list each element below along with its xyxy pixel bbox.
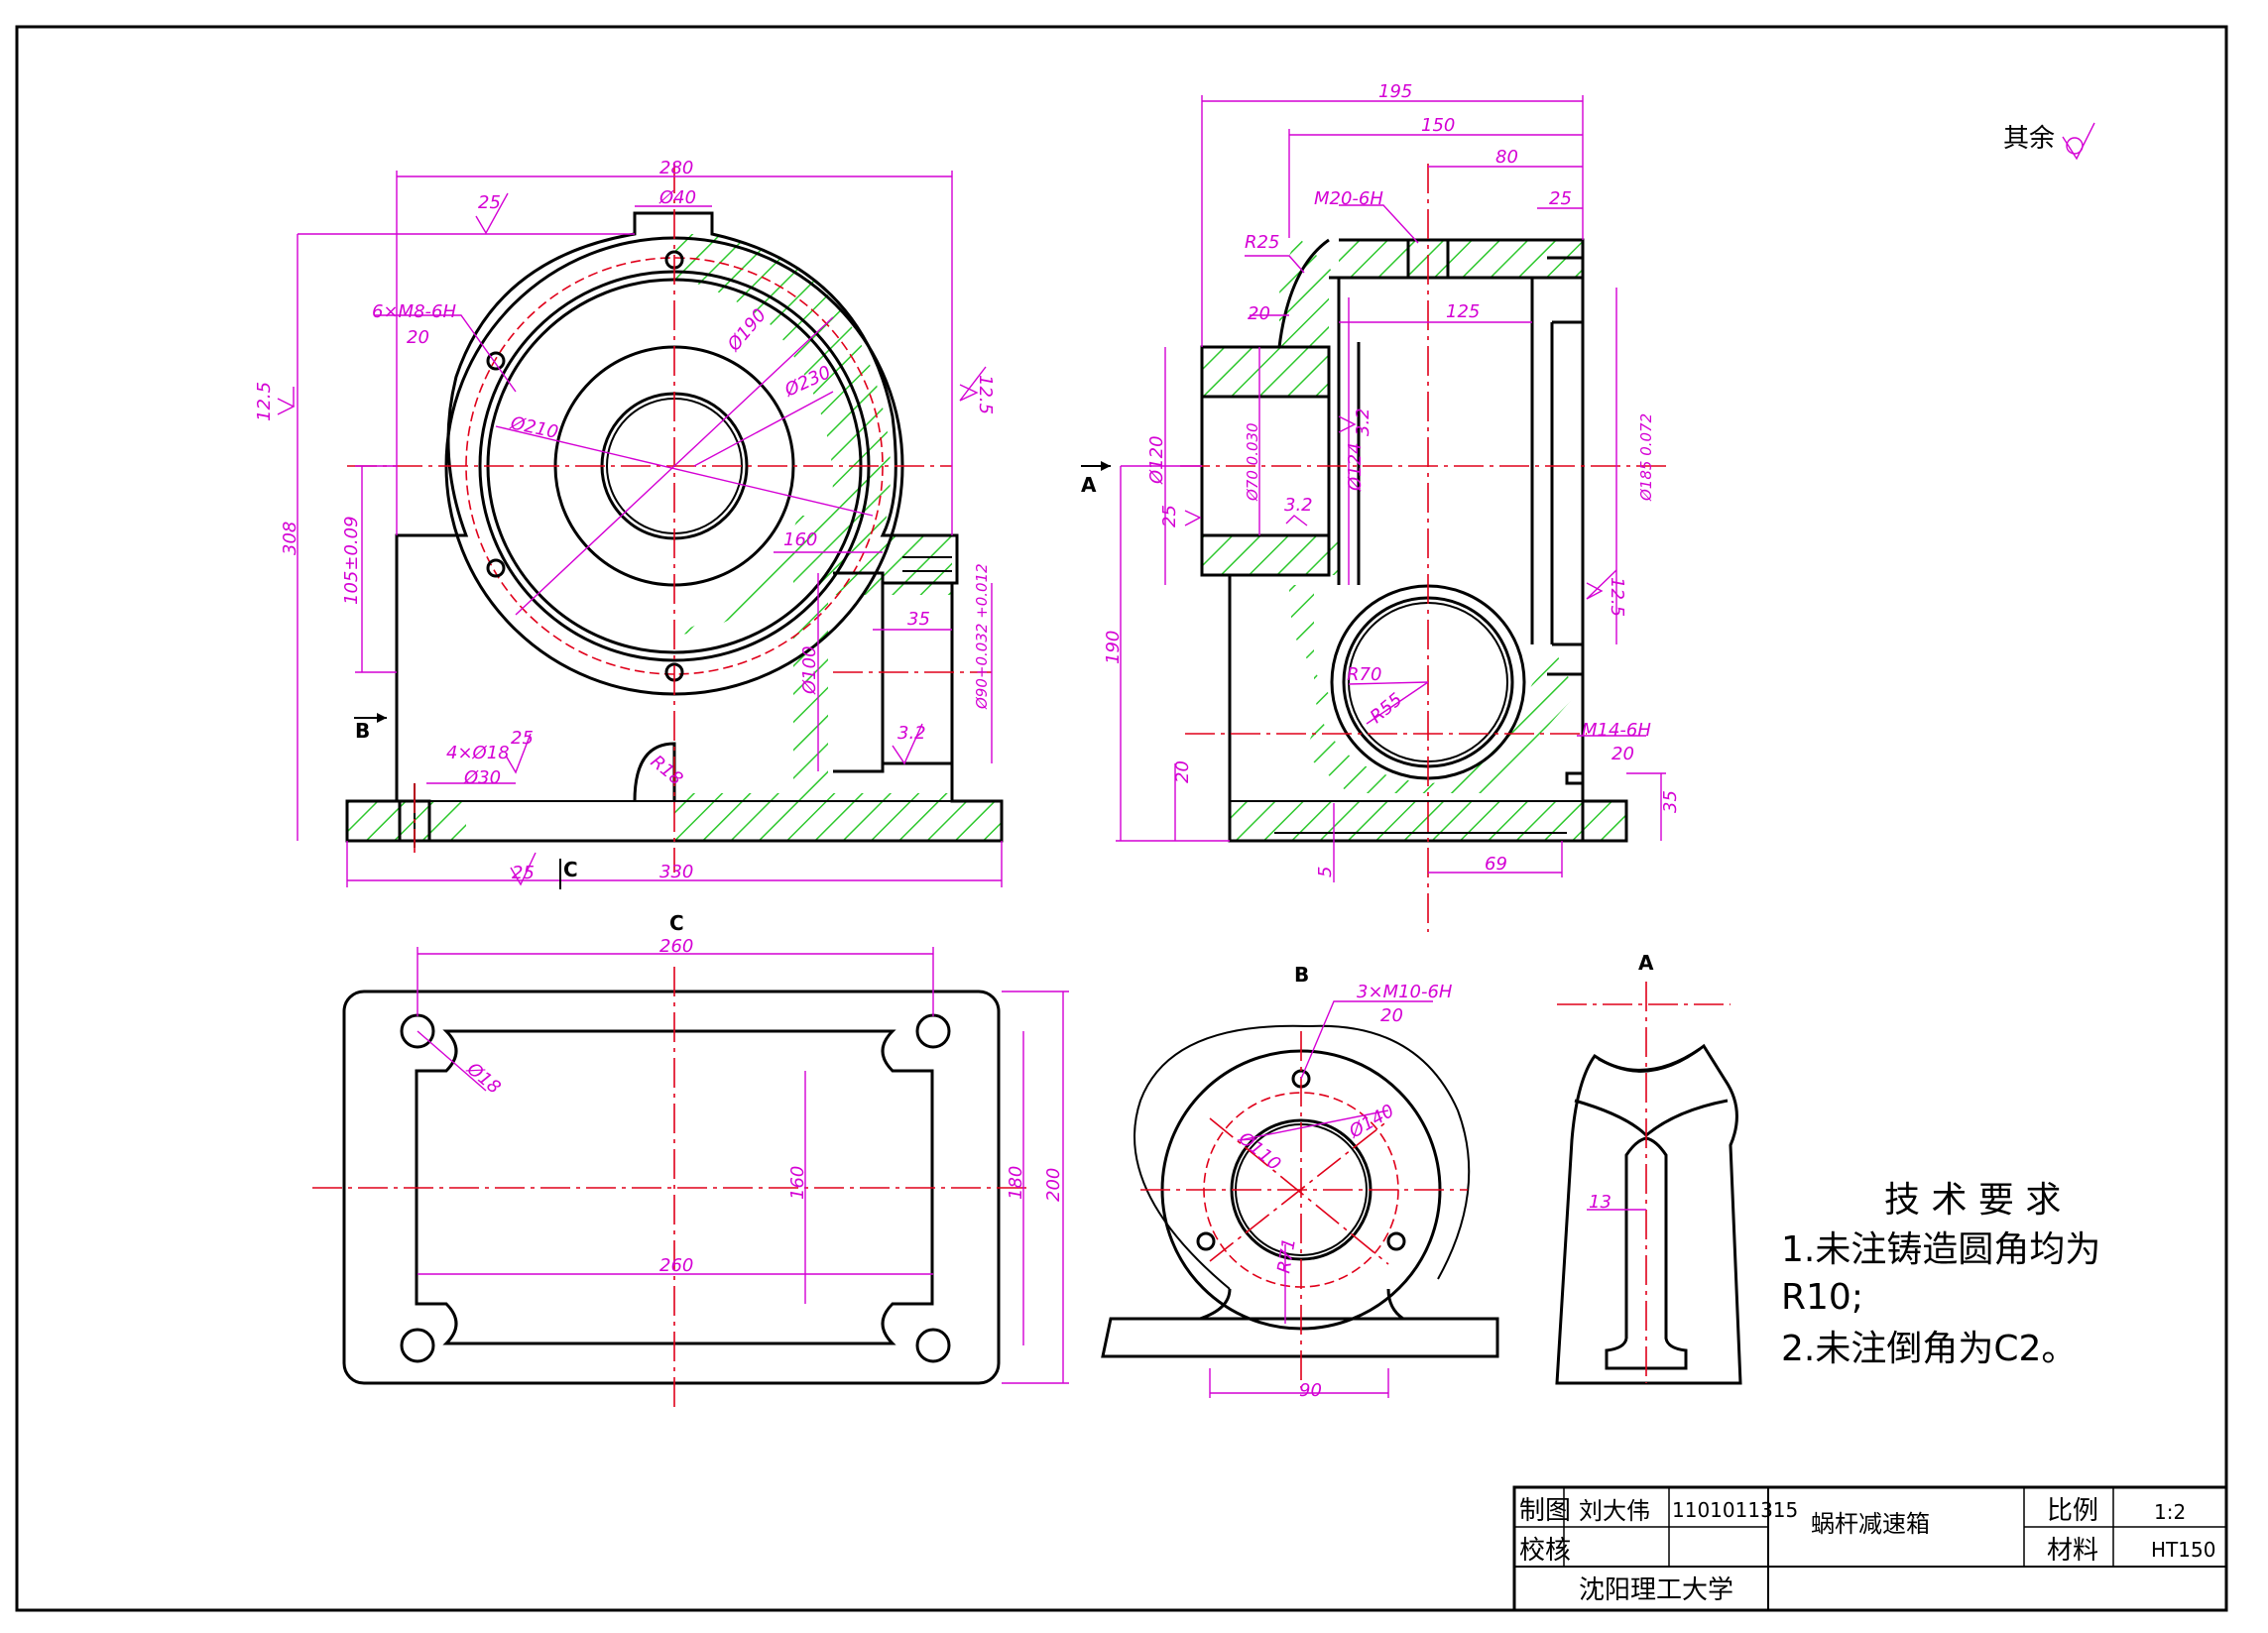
dim-12-5-right: 12.5	[975, 375, 996, 414]
dim-195: 195	[1378, 81, 1412, 102]
tech-requirement-line-1: 1.未注铸造圆角均为	[1781, 1229, 2100, 1270]
dim-25-side: 25	[1549, 188, 1572, 209]
dim-25-rough: 25	[511, 728, 534, 749]
dim-330: 330	[659, 862, 693, 882]
dim-r70: R70	[1347, 664, 1381, 685]
dim-25-side-left: 25	[1159, 505, 1180, 527]
dim-5: 5	[1315, 867, 1336, 877]
dim-d100: Ø100	[799, 645, 820, 695]
dim-r25: R25	[1245, 232, 1279, 253]
dim-20-side-bottom: 20	[1172, 760, 1193, 783]
dim-r71: R71	[1273, 1236, 1300, 1275]
dim-180: 180	[1006, 1166, 1026, 1200]
title-block-material-label: 材料	[2047, 1536, 2098, 1566]
dim-260-bottom: 260	[659, 1255, 693, 1276]
dim-d120: Ø120	[1146, 435, 1167, 485]
dim-200: 200	[1043, 1168, 1064, 1202]
dim-r18: R18	[647, 752, 687, 790]
dim-160-c: 160	[787, 1166, 808, 1200]
section-mark-b: B	[355, 719, 370, 743]
view-b-title: B	[1294, 963, 1309, 987]
view-b: B 90 3×M10-6H 20 Ø110 Ø140 R71	[1101, 963, 1499, 1401]
view-a: A 13	[1555, 951, 1742, 1385]
dim-d18: Ø18	[462, 1058, 505, 1099]
dim-3-2-side-b: 3.2	[1284, 495, 1313, 516]
dim-35: 35	[907, 609, 930, 630]
title-block-check-label: 校核	[1519, 1536, 1571, 1566]
dim-d210: Ø210	[508, 412, 560, 443]
title-block-drawn-name: 刘大伟	[1579, 1497, 1650, 1525]
tech-requirement-line-2: R10;	[1781, 1277, 1863, 1318]
dim-105: 105±0.09	[341, 516, 362, 605]
dim-20-b: 20	[1380, 1005, 1403, 1026]
dim-280: 280	[659, 158, 693, 178]
view-c: C 260 Ø18 160 180 200 260	[312, 911, 1069, 1413]
dim-m14: M14-6H	[1582, 720, 1651, 741]
dim-260-top: 260	[659, 936, 693, 957]
roughness-note-text: 其余	[2003, 124, 2055, 154]
dim-80: 80	[1495, 147, 1518, 168]
dim-6xm8: 6×M8-6H	[372, 301, 456, 322]
dim-20-side: 20	[1248, 303, 1270, 324]
dim-150: 150	[1421, 115, 1455, 136]
title-block: 制图 刘大伟 1101011315 校核 蜗杆减速箱 比例 1:2 材料 HT1…	[1512, 1485, 2228, 1612]
drawing-frame	[15, 25, 2228, 1612]
dim-d30: Ø30	[463, 767, 501, 788]
dim-35-side: 35	[1660, 790, 1681, 813]
title-block-school: 沈阳理工大学	[1579, 1575, 1733, 1605]
dim-125: 125	[1446, 301, 1480, 322]
dim-3xm10: 3×M10-6H	[1357, 982, 1453, 1002]
dim-20-m14: 20	[1611, 744, 1634, 764]
view-a-title: A	[1638, 951, 1654, 975]
section-mark-c: C	[563, 858, 578, 881]
dim-12-5-left: 12.5	[254, 382, 275, 421]
section-mark-a: A	[1081, 473, 1097, 497]
tech-requirements: 技 术 要 求 1.未注铸造圆角均为 R10; 2.未注倒角为C2。	[1781, 1180, 2100, 1369]
dim-m20: M20-6H	[1314, 188, 1383, 209]
side-view: 195 150 80 M20-6H 25 R25 20 125 Ø120 Ø70…	[1081, 81, 1681, 932]
dim-190: 190	[1103, 631, 1124, 664]
dim-d70: Ø70 0.030	[1244, 422, 1261, 502]
dim-4xd18: 4×Ø18	[446, 743, 510, 763]
title-block-drawn-id: 1101011315	[1672, 1498, 1798, 1522]
title-block-scale: 1:2	[2154, 1500, 2186, 1524]
roughness-note: 其余	[2003, 122, 2095, 161]
dim-20-depth: 20	[407, 327, 429, 348]
tech-requirement-line-3: 2.未注倒角为C2。	[1781, 1329, 2077, 1369]
tech-requirements-title: 技 术 要 求	[1884, 1180, 2061, 1221]
title-block-drawn-label: 制图	[1519, 1496, 1571, 1526]
main-view: 280 Ø40 25 6×M8-6H 20 Ø190 Ø230 Ø210 12.…	[254, 158, 1004, 889]
view-c-title: C	[669, 911, 684, 935]
dim-12-5-side: 12.5	[1607, 577, 1627, 617]
dim-3-2-main: 3.2	[897, 723, 926, 744]
dim-d40: Ø40	[658, 187, 696, 208]
title-block-part-name: 蜗杆减速箱	[1811, 1510, 1930, 1538]
dim-90: 90	[1299, 1380, 1322, 1401]
dim-d124: Ø124	[1345, 442, 1366, 492]
title-block-material: HT150	[2151, 1538, 2215, 1562]
dim-d185: Ø185 0.072	[1637, 413, 1655, 502]
dim-69: 69	[1485, 854, 1507, 875]
dim-r55: R55	[1367, 689, 1407, 728]
dim-160: 160	[783, 529, 817, 550]
dim-d90-tol: Ø90+0.032 +0.012	[973, 563, 991, 710]
title-block-scale-label: 比例	[2047, 1496, 2098, 1526]
dim-308: 308	[280, 522, 300, 555]
dim-13: 13	[1589, 1192, 1611, 1213]
dim-d190: Ø190	[723, 305, 771, 356]
dim-25-bottom: 25	[512, 863, 535, 883]
dim-3-2-side-a: 3.2	[1353, 408, 1373, 436]
dim-25-top: 25	[478, 192, 501, 213]
